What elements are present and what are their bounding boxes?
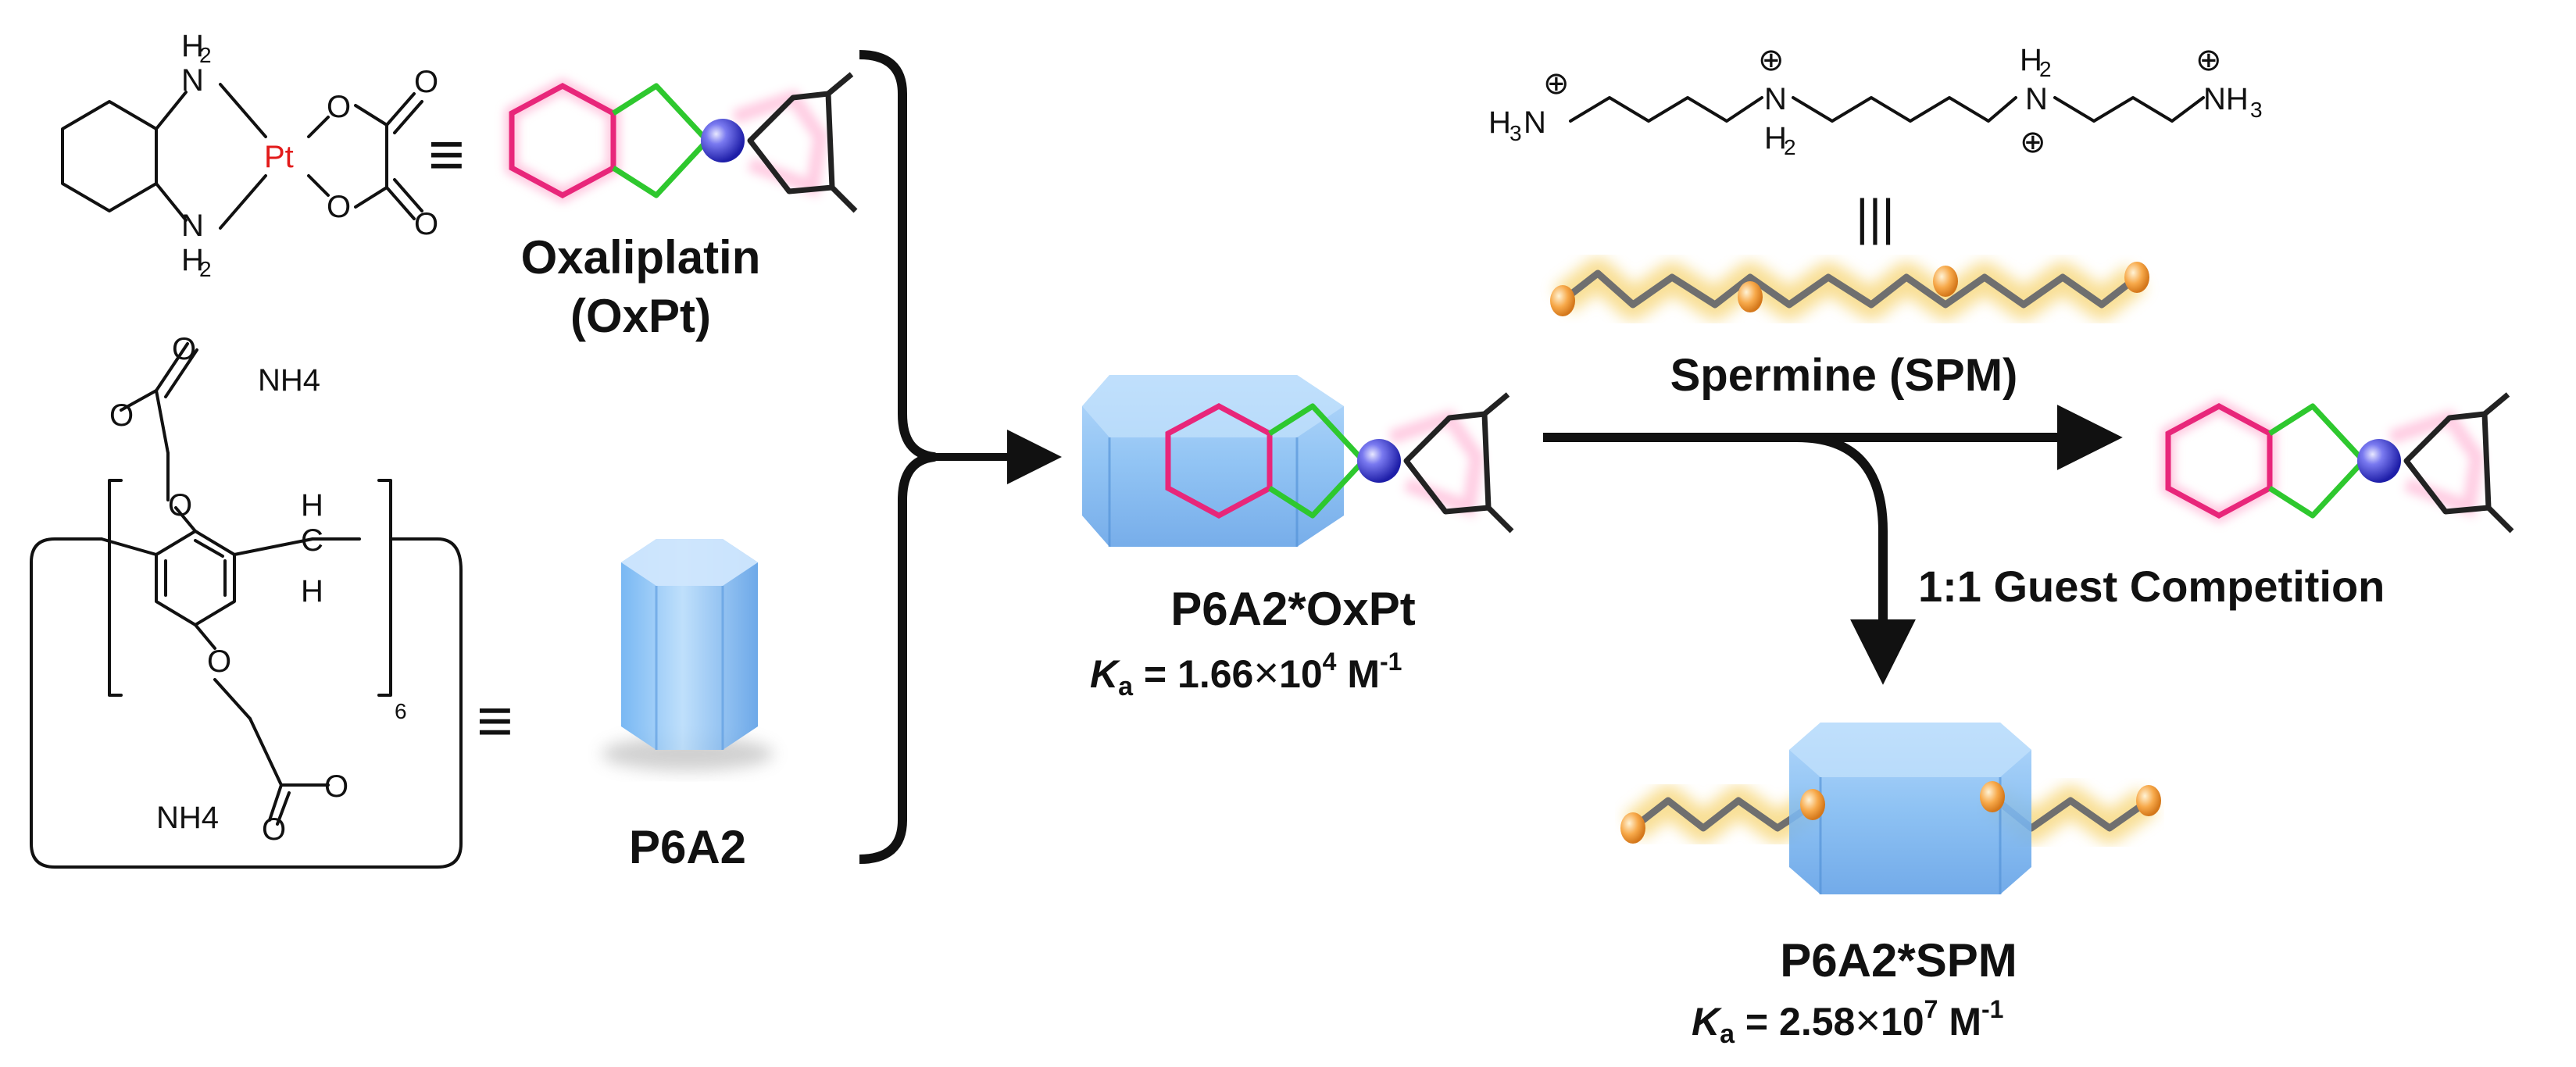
oxpt-atom-n-bottom: N bbox=[181, 209, 204, 243]
spm-ka-sub: a bbox=[1720, 1019, 1735, 1049]
oxpt-atom-o4: O bbox=[414, 207, 438, 241]
p6a2-atom-h-top: H bbox=[301, 488, 323, 523]
oxpt-complex-name: P6A2*OxPt bbox=[1170, 583, 1415, 635]
equiv-symbol-spm: ||| bbox=[1856, 189, 1895, 245]
p6a2-repeat-count: 6 bbox=[395, 699, 407, 723]
oxpt-ka-exp: 4 bbox=[1323, 648, 1337, 676]
oxpt-atom-pt: Pt bbox=[264, 140, 294, 174]
oxpt-atom-o1: O bbox=[327, 90, 351, 124]
spm-ka-unit-exp: -1 bbox=[1981, 995, 2003, 1023]
oxaliplatin-name: Oxaliplatin bbox=[521, 231, 761, 284]
spm-atom-n3-h-sub: 2 bbox=[2039, 57, 2052, 81]
spm-plus-1: ⊕ bbox=[1543, 66, 1570, 101]
oxpt-ka-base: 10 bbox=[1279, 652, 1323, 696]
spm-plus-4: ⊕ bbox=[2195, 43, 2222, 77]
spm-ka-exp: 7 bbox=[1924, 995, 1938, 1023]
spermine-cartoon bbox=[1550, 258, 2149, 320]
spm-plus-3: ⊕ bbox=[2020, 125, 2046, 159]
spm-complex-name: P6A2*SPM bbox=[1780, 934, 2017, 987]
oxpt-ka-times: × bbox=[1253, 648, 1279, 697]
oxpt-ka-value: = 1.66 bbox=[1133, 652, 1253, 696]
oxpt-ka-symbol: K bbox=[1090, 652, 1121, 696]
spm-ka-times: × bbox=[1855, 995, 1881, 1044]
spm-atom-h3n-h: H bbox=[1488, 105, 1511, 140]
spm-ka-symbol: K bbox=[1692, 1000, 1723, 1044]
spm-complex-ka: Ka = 2.58×107 M-1 bbox=[1692, 995, 2003, 1049]
spm-complex-cartoon bbox=[1620, 723, 2161, 894]
spm-atom-n3-h: H bbox=[2020, 43, 2042, 77]
p6a2-atom-o-top-1: O bbox=[172, 332, 196, 366]
p6a2-atom-nh4-bottom: NH4 bbox=[156, 801, 219, 835]
oxpt-ka-sub: a bbox=[1118, 672, 1134, 701]
p6a2-atom-nh4-top: NH4 bbox=[258, 363, 320, 398]
p6a2-atom-o-bottom-2: O bbox=[262, 812, 286, 847]
oxpt-atom-h2-top: H bbox=[181, 29, 204, 63]
equiv-symbol-p6a2: ≡ bbox=[477, 686, 513, 755]
p6a2-atom-o-bottom-1: O bbox=[207, 644, 231, 679]
spermine-structure: H 3 N ⊕ N ⊕ H 2 H 2 N ⊕ NH 3 ⊕ bbox=[1488, 43, 2263, 159]
released-oxaliplatin-cartoon bbox=[2161, 392, 2514, 534]
p6a2-structure: O O O NH4 O O O NH4 H C H 6 bbox=[30, 332, 463, 869]
oxpt-atom-n-top: N bbox=[181, 63, 204, 98]
combine-brace bbox=[859, 50, 938, 864]
oxpt-atom-o2: O bbox=[327, 190, 351, 224]
oxaliplatin-structure: H 2 N N H 2 Pt O O O O bbox=[61, 29, 438, 281]
spm-ka-base: 10 bbox=[1881, 1000, 1924, 1044]
spm-atom-n2-h-sub: 2 bbox=[1784, 135, 1796, 159]
p6a2-atom-c: C bbox=[301, 523, 323, 558]
p6a2-name: P6A2 bbox=[629, 821, 746, 873]
spm-atom-n2: N bbox=[1764, 82, 1787, 116]
p6a2-atom-o-bottom-3: O bbox=[324, 769, 348, 804]
oxpt-complex-ka: Ka = 1.66×104 M-1 bbox=[1090, 648, 1402, 701]
spm-ka-unit: M bbox=[1938, 1000, 1981, 1044]
spermine-name: Spermine (SPM) bbox=[1670, 350, 2018, 401]
oxpt-ka-unit-exp: -1 bbox=[1380, 648, 1402, 676]
p6a2-atom-o-top-3: O bbox=[168, 488, 192, 523]
spm-plus-2: ⊕ bbox=[1758, 43, 1785, 77]
oxpt-atom-h2-bottom-sub: 2 bbox=[199, 257, 212, 281]
competition-label: 1:1 Guest Competition bbox=[1918, 562, 2385, 611]
oxpt-atom-h2-top-sub: 2 bbox=[199, 43, 212, 67]
spm-atom-n2-h: H bbox=[1764, 121, 1787, 155]
oxpt-complex-cartoon bbox=[1082, 375, 1514, 547]
arrow-competition bbox=[1796, 433, 1916, 685]
oxpt-atom-h2-bottom: H bbox=[181, 243, 204, 277]
spm-atom-h3n-n: N bbox=[1524, 105, 1546, 140]
p6a2-atom-o-top-2: O bbox=[109, 398, 134, 433]
p6a2-cartoon bbox=[602, 539, 774, 771]
oxaliplatin-cartoon bbox=[505, 72, 858, 213]
spm-atom-nh3-sub: 3 bbox=[2250, 98, 2263, 122]
equiv-symbol-oxpt: ≡ bbox=[428, 120, 465, 189]
oxaliplatin-abbr: (OxPt) bbox=[570, 290, 711, 342]
oxpt-atom-o3: O bbox=[414, 65, 438, 99]
spm-atom-n3: N bbox=[2025, 82, 2048, 116]
spm-ka-value: = 2.58 bbox=[1735, 1000, 1855, 1044]
p6a2-atom-h-bottom: H bbox=[301, 574, 323, 608]
spm-atom-h3n-sub: 3 bbox=[1510, 121, 1522, 145]
spm-atom-nh3: NH bbox=[2203, 82, 2249, 116]
oxpt-ka-unit: M bbox=[1336, 652, 1380, 696]
